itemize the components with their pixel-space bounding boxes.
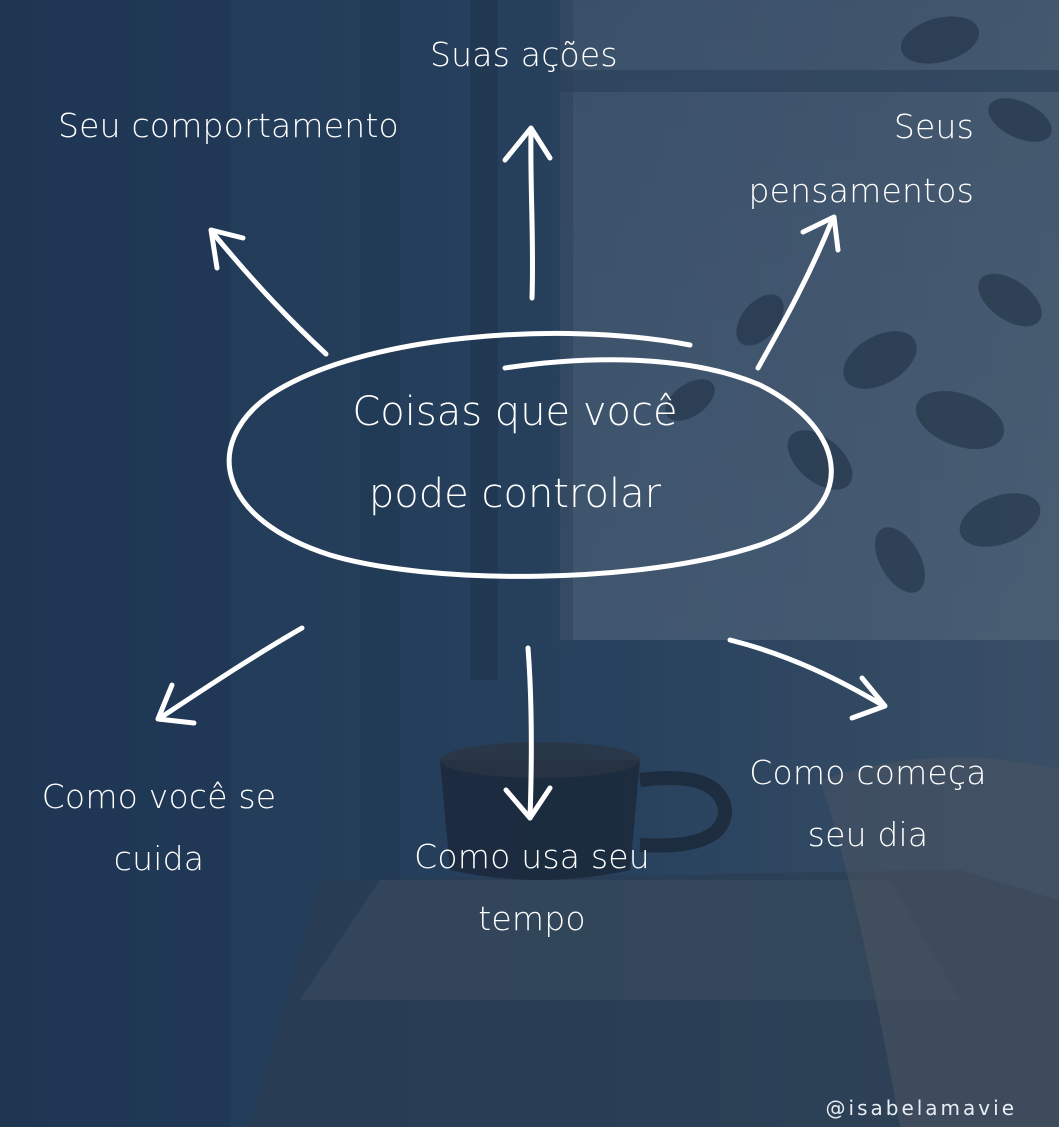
arrow-up-right	[755, 215, 836, 371]
arrow-down-right	[727, 637, 887, 709]
arrow-down	[525, 645, 534, 821]
center-ellipse	[226, 330, 834, 579]
label-actions: Suas ações	[430, 38, 618, 71]
center-title: Coisas que você pode controlar	[275, 392, 755, 556]
label-selfcare: Como você se cuida	[34, 780, 284, 904]
label-actions-text: Suas ações	[430, 35, 618, 74]
center-title-line1: Coisas que você	[352, 389, 678, 435]
label-thoughts-line2: pensamentos	[748, 171, 974, 210]
arrow-up	[528, 127, 536, 301]
label-behavior-text: Seu comportamento	[58, 106, 399, 145]
label-time: Como usa seu tempo	[404, 840, 660, 964]
arrow-down-left	[157, 625, 305, 721]
label-thoughts: Seus pensamentos	[728, 110, 974, 238]
label-day-line2: seu dia	[807, 815, 929, 854]
label-time-line2: tempo	[478, 899, 586, 938]
arrow-up-left	[210, 230, 329, 357]
label-day-line1: Como começa	[749, 753, 987, 792]
label-behavior: Seu comportamento	[58, 109, 399, 142]
label-time-line1: Como usa seu	[414, 837, 650, 876]
center-title-line2: pode controlar	[368, 471, 662, 517]
label-thoughts-line1: Seus	[893, 107, 974, 146]
label-selfcare-line2: cuida	[113, 839, 205, 878]
label-selfcare-line1: Como você se	[41, 777, 277, 816]
label-day: Como começa seu dia	[742, 756, 994, 880]
author-handle: @isabelamavie	[825, 1096, 1017, 1120]
